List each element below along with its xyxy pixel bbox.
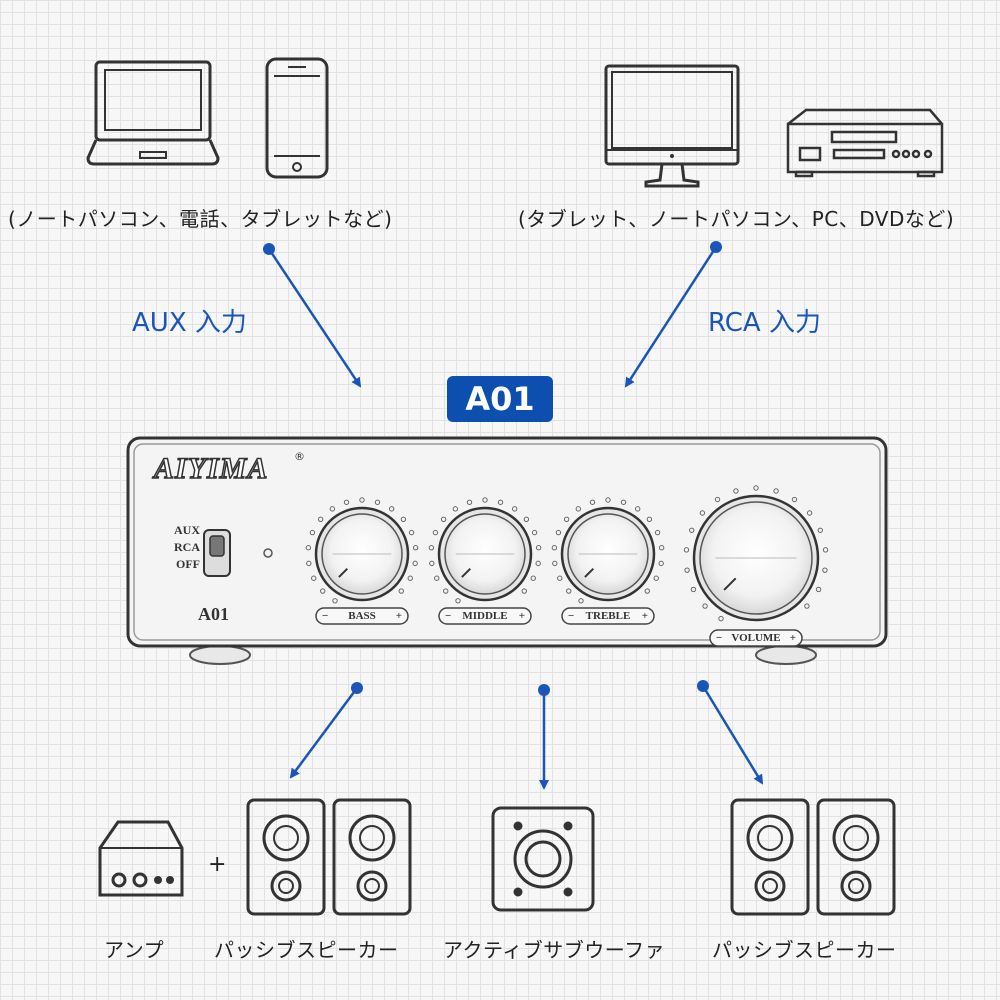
- registered-mark: ®: [294, 450, 305, 463]
- passive-left-label: パッシブスピーカー: [214, 938, 399, 962]
- treble-label: TREBLE: [585, 610, 631, 622]
- speaker-icon: [730, 798, 810, 916]
- rca-arrow: [624, 246, 718, 388]
- aux-input-label: AUX 入力: [132, 308, 247, 338]
- power-led-icon: [263, 548, 273, 558]
- middle-label: MIDDLE: [462, 610, 508, 622]
- input-arrows: [263, 241, 722, 388]
- bass-label: BASS: [348, 610, 376, 622]
- treble-minus: −: [568, 610, 575, 622]
- aux-arrow: [267, 248, 362, 388]
- treble-label-plate: −TREBLE +: [562, 608, 654, 624]
- selector-rca: RCA: [174, 540, 200, 554]
- selector-aux: AUX: [174, 523, 200, 537]
- amp-icon: [98, 820, 184, 897]
- bass-label-plate: − BASS +: [316, 608, 408, 624]
- volume-knob[interactable]: [683, 485, 829, 647]
- volume-minus: −: [716, 632, 723, 644]
- speaker-icon: [816, 798, 896, 916]
- left-source-caption: (ノートパソコン、電話、タブレットなど): [8, 207, 393, 231]
- middle-knob[interactable]: [428, 497, 542, 625]
- treble-knob[interactable]: [551, 497, 665, 625]
- bass-knob[interactable]: [305, 497, 419, 625]
- bass-minus: −: [322, 610, 329, 622]
- output-arrows: [289, 680, 764, 790]
- volume-plus: +: [789, 632, 796, 644]
- volume-label: VOLUME: [731, 632, 781, 644]
- amp-label: アンプ: [104, 938, 165, 962]
- subwoofer-label: アクティブサブウーファ: [443, 938, 666, 962]
- amp-out-arrow: [289, 687, 359, 779]
- passive-right-label: パッシブスピーカー: [712, 938, 897, 962]
- plus-sign: +: [208, 852, 227, 877]
- bass-plus: +: [395, 610, 402, 622]
- monitor-icon: [604, 64, 740, 188]
- model-badge: A01: [447, 376, 553, 422]
- volume-label-plate: −VOLUME +: [710, 630, 802, 646]
- panel-model: A01: [198, 604, 229, 624]
- middle-minus: −: [445, 610, 452, 622]
- smartphone-icon: [265, 57, 329, 179]
- middle-label-plate: −MIDDLE +: [439, 608, 531, 624]
- right-source-caption: (タブレット、ノートパソコン、PC、DVDなど): [518, 207, 955, 231]
- subwoofer-icon: [491, 806, 595, 912]
- dvd-player-icon: [786, 108, 944, 178]
- middle-plus: +: [518, 610, 525, 622]
- selector-labels: AUX RCA OFF: [166, 522, 200, 573]
- speaker-icon: [246, 798, 326, 916]
- speaker-group: [246, 798, 896, 916]
- rca-input-label: RCA 入力: [708, 308, 821, 338]
- treble-plus: +: [641, 610, 648, 622]
- brand-logo: AIYIMA: [153, 451, 269, 486]
- knob-group: [305, 485, 829, 647]
- selector-off: OFF: [176, 557, 200, 571]
- speaker-icon: [332, 798, 412, 916]
- spk-out-arrow: [701, 685, 764, 785]
- laptop-icon: [86, 60, 220, 166]
